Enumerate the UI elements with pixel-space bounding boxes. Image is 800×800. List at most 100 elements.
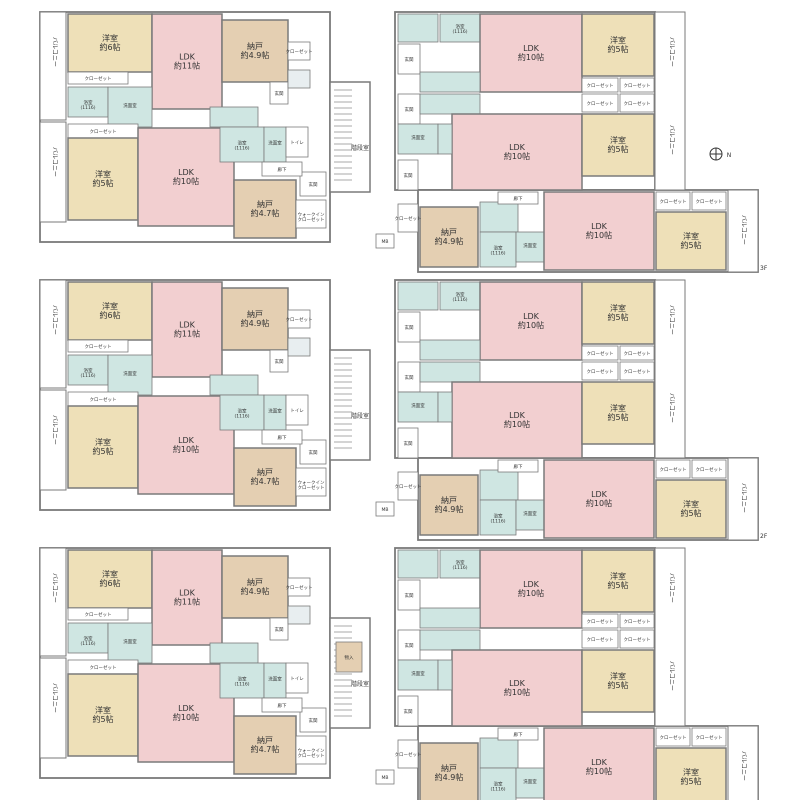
room-label: 納戸約4.9帖 [435,763,464,782]
room-label: 洋室約5帖 [607,671,628,690]
closet-label: クローゼット [90,396,117,403]
toilet-area [287,337,311,357]
veranda-label: バルコニー [51,573,58,603]
washroom-label: 洗面室 [268,140,282,147]
entrance-label: 玄関 [404,440,413,447]
toilet-area [287,605,311,625]
corridor-label: 廊下 [514,731,523,738]
closet [655,191,691,211]
bath [437,391,453,423]
bath-label: 浴室(1116) [491,781,506,793]
closet-label: クローゼット [85,611,112,618]
meter-box-label: MB [382,239,389,245]
room-label: 納戸約4.9帖 [435,227,464,246]
meter-box-label: MB [382,775,389,781]
room-storage [419,742,479,800]
veranda-left-lower [39,121,67,223]
corridor [261,161,303,177]
closet [397,471,419,501]
closet [67,71,129,85]
room-label: 洋室約5帖 [607,35,628,54]
walk-in-closet-label: ウォークインクローゼット [298,211,325,223]
closet-label: クローゼット [85,75,112,82]
closet-label: クローゼット [696,198,723,205]
closet-label: クローゼット [587,636,614,643]
room-label: 洋室約5帖 [607,571,628,590]
veranda-left-upper [39,547,67,657]
closet-label: クローゼット [696,466,723,473]
closet-label: クローゼット [624,368,651,375]
meter-box [375,501,395,517]
kitchen-counter [419,93,481,115]
room-bedroom [581,13,655,77]
room-ldk [479,549,583,629]
room-label: 洋室約6帖 [99,301,120,320]
room-label: 洋室約6帖 [99,33,120,52]
veranda-label: バルコニー [51,305,58,335]
toilet [285,394,309,426]
washroom [397,391,439,423]
veranda-left-lower [39,657,67,759]
stairwell-label: 階段室 [351,412,369,420]
veranda-label: バルコニー [668,393,675,423]
toilet-wash [479,201,519,233]
closet [619,613,655,629]
entrance-label: 玄関 [405,374,414,381]
room-ldk [151,549,223,646]
kitchen-counter [419,339,481,361]
closet-label: クローゼット [624,100,651,107]
closet [691,459,727,479]
closet [691,727,727,747]
room-ldk [543,191,655,271]
veranda-label: バルコニー [668,573,675,603]
veranda-left-lower [39,389,67,491]
room-storage [419,474,479,536]
room-label: 納戸約4.7帖 [251,199,280,218]
entrance-label: 玄関 [275,358,284,365]
entrance [397,159,419,191]
meter-box [375,233,395,249]
compass-label: N [727,152,732,159]
washroom-label: 洗面室 [523,242,537,249]
closet [655,727,691,747]
washroom-label: 洗面室 [268,408,282,415]
corridor [261,429,303,445]
stairwell-label: 階段室 [351,680,369,688]
veranda-label: バルコニー [740,483,747,513]
washroom [397,123,439,155]
veranda-right-lower [727,725,759,800]
floor-tag: 3F [760,265,768,272]
kitchen-counter [209,642,259,664]
entrance-label: 玄関 [405,56,414,63]
entrance [269,81,289,105]
corridor [261,697,303,713]
closet-label: クローゼット [90,664,117,671]
room-label: 洋室約5帖 [92,705,113,724]
room-storage [419,206,479,268]
entrance [397,311,421,343]
veranda-left-upper [39,11,67,121]
closet [581,77,619,93]
room-bedroom [655,479,727,539]
entrance [397,579,421,611]
room-label: 洋室約5帖 [607,303,628,322]
entrance-label: 玄関 [309,717,318,724]
meter-box [375,769,395,785]
bath-right [397,549,439,579]
closet [581,361,619,381]
compass: N [709,147,732,161]
toilet-label: トイレ [290,141,304,146]
toilet-label: トイレ [290,677,304,682]
walk-in-closet [295,467,327,497]
veranda-right-lower [727,189,759,273]
closet [655,459,691,479]
room-label: 納戸約4.9帖 [435,495,464,514]
